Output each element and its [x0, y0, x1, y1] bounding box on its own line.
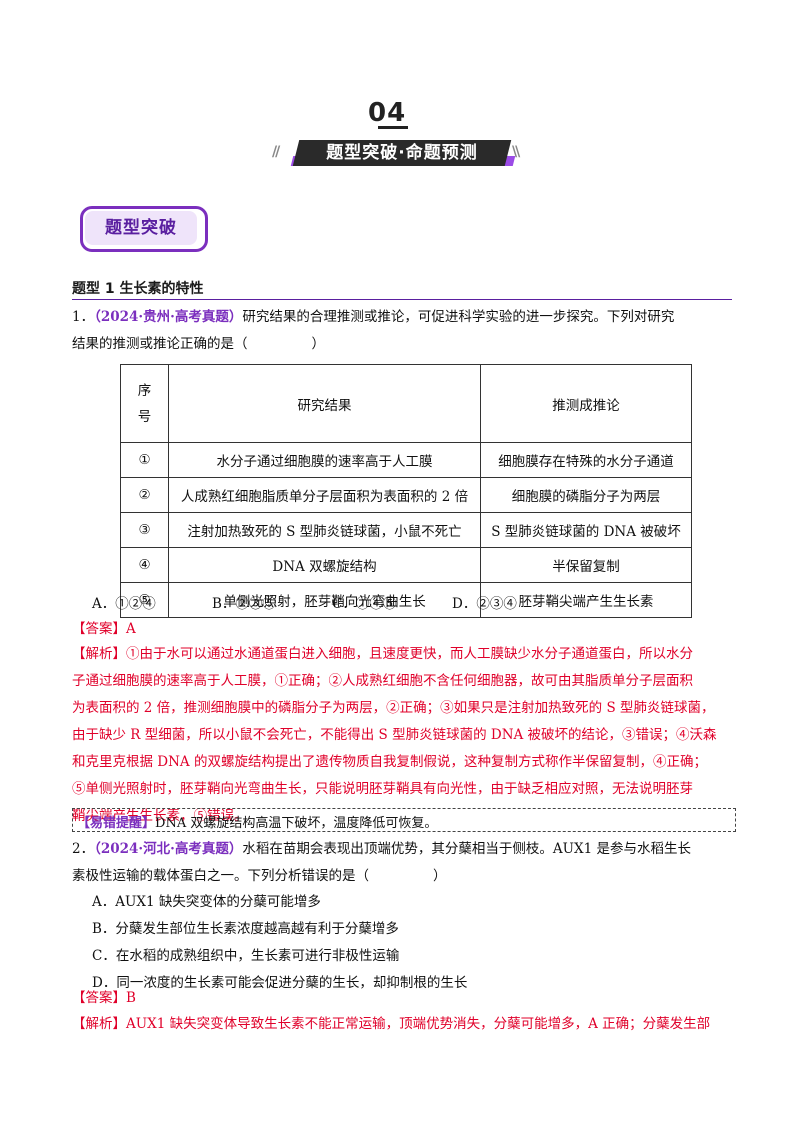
q2-option-b[interactable]: B．分蘖发生部位生长素浓度越高越有利于分蘖增多 — [92, 921, 399, 937]
table-header-row: 序 号 研究结果 推测成推论 — [120, 364, 692, 443]
tip-text: DNA 双螺旋结构高温下破坏，温度降低可恢复。 — [155, 816, 438, 831]
chapter-number-underline — [378, 126, 408, 129]
section-heading: 题型 1 生长素的特性 — [72, 278, 732, 300]
table-cell: ⑤ — [120, 582, 169, 618]
q1-source: （2024·贵州·高考真题） — [94, 309, 243, 325]
table-cell: DNA 双螺旋结构 — [168, 547, 481, 583]
q1-stem-line2: 结果的推测或推论正确的是（ — [72, 336, 248, 352]
q2-stem-close: ） — [433, 868, 447, 884]
q1-option-d[interactable]: D．②③④ — [452, 596, 517, 612]
table-cell: 注射加热致死的 S 型肺炎链球菌，小鼠不死亡 — [168, 512, 481, 548]
q2-source: （2024·河北·高考真题） — [94, 841, 243, 857]
q2-number: 2． — [72, 841, 95, 857]
q1-option-a[interactable]: A．①②④ — [92, 596, 156, 612]
analysis-line: 由于缺少 R 型细菌，所以小鼠不会死亡，不能得出 S 型肺炎链球菌的 DNA 被… — [72, 727, 717, 743]
table-row: ① 水分子通过细胞膜的速率高于人工膜 细胞膜存在特殊的水分子通道 — [120, 442, 692, 478]
badge-fill — [85, 211, 197, 245]
table-cell: 水分子通过细胞膜的速率高于人工膜 — [168, 442, 481, 478]
analysis-line: 和克里克根据 DNA 的双螺旋结构提出了遗传物质自我复制假说，这种复制方式称作半… — [72, 754, 707, 770]
q1-stem-line1: 研究结果的合理推测或推论，可促进科学实验的进一步探究。下列对研究 — [242, 309, 675, 325]
table-cell: ④ — [120, 547, 169, 583]
badge-label: 题型突破 — [105, 218, 177, 238]
table-cell: ② — [120, 477, 169, 513]
slash-decoration-left: // — [272, 144, 280, 160]
table-cell: 胚芽鞘尖端产生生长素 — [480, 582, 692, 618]
table-row: ② 人成熟红细胞脂质单分子层面积为表面积的 2 倍 细胞膜的磷脂分子为两层 — [120, 477, 692, 513]
error-tip: 【易错提醒】DNA 双螺旋结构高温下破坏，温度降低可恢复。 — [77, 812, 437, 831]
table-cell: 细胞膜的磷脂分子为两层 — [480, 477, 692, 513]
analysis-line: 子通过细胞膜的速率高于人工膜，①正确；②人成熟红细胞不含任何细胞器，故可由其脂质… — [72, 673, 693, 689]
table-header-cell: 研究结果 — [168, 364, 481, 443]
q1-stem: 1．（2024·贵州·高考真题）研究结果的合理推测或推论，可促进科学实验的进一步… — [72, 304, 732, 358]
q1-table: 序 号 研究结果 推测成推论 ① 水分子通过细胞膜的速率高于人工膜 细胞膜存在特… — [120, 364, 692, 618]
q1-answer: 【答案】A — [72, 621, 136, 637]
analysis-line: 【解析】①由于水可以通过水通道蛋白进入细胞，且速度更快，而人工膜缺少水分子通道蛋… — [72, 646, 693, 662]
analysis-line: ⑤单侧光照射时，胚芽鞘向光弯曲生长，只能说明胚芽鞘具有向光性，由于缺乏相应对照，… — [72, 781, 693, 797]
q1-analysis: 【解析】①由于水可以通过水通道蛋白进入细胞，且速度更快，而人工膜缺少水分子通道蛋… — [72, 641, 732, 830]
error-tip-box: 【易错提醒】DNA 双螺旋结构高温下破坏，温度降低可恢复。 — [72, 808, 736, 832]
q1-number: 1． — [72, 309, 95, 325]
table-cell: 人成熟红细胞脂质单分子层面积为表面积的 2 倍 — [168, 477, 481, 513]
table-row: ⑤ 单侧光照射，胚芽鞘向光弯曲生长 胚芽鞘尖端产生生长素 — [120, 582, 692, 618]
q2-option-d[interactable]: D．同一浓度的生长素可能会促进分蘖的生长，却抑制根的生长 — [92, 975, 468, 991]
table-cell: ③ — [120, 512, 169, 548]
table-cell: 半保留复制 — [480, 547, 692, 583]
q2-answer: 【答案】B — [72, 990, 136, 1006]
analysis-line: 为表面积的 2 倍，推测细胞膜中的磷脂分子为两层，②正确；③如果只是注射加热致死… — [72, 700, 715, 716]
table-cell: 细胞膜存在特殊的水分子通道 — [480, 442, 692, 478]
slash-decoration-right: \\ — [512, 144, 520, 160]
q2-stem-line2: 素极性运输的载体蛋白之一。下列分析错误的是（ — [72, 868, 369, 884]
chapter-header: 04 题型突破·命题预测 // \\ — [0, 96, 800, 176]
analysis-line: 鞘尖端产生生长素，⑤错误。 — [72, 808, 248, 824]
section-rule — [72, 299, 732, 300]
q1-option-c[interactable]: C．①④⑤ — [332, 596, 397, 612]
chapter-title: 题型突破·命题预测 — [326, 143, 478, 163]
q1-options: A．①②④ B．②③⑤ C．①④⑤ D．②③④ — [92, 592, 572, 612]
q2-stem-line1: 水稻在苗期会表现出顶端优势，其分蘖相当于侧枝。AUX1 是参与水稻生长 — [242, 841, 691, 857]
table-row: ④ DNA 双螺旋结构 半保留复制 — [120, 547, 692, 583]
section-title: 题型 1 生长素的特性 — [72, 281, 204, 297]
tip-label: 【易错提醒】 — [77, 816, 156, 831]
table-row: ③ 注射加热致死的 S 型肺炎链球菌，小鼠不死亡 S 型肺炎链球菌的 DNA 被… — [120, 512, 692, 548]
q1-option-b[interactable]: B．②③⑤ — [212, 596, 276, 612]
q2-option-c[interactable]: C．在水稻的成熟组织中，生长素可进行非极性运输 — [92, 948, 400, 964]
table-cell: S 型肺炎链球菌的 DNA 被破坏 — [480, 512, 692, 548]
table-cell: ① — [120, 442, 169, 478]
table-header-cell: 序 号 — [120, 364, 169, 443]
q2-stem: 2．（2024·河北·高考真题）水稻在苗期会表现出顶端优势，其分蘖相当于侧枝。A… — [72, 836, 732, 890]
table-header-cell: 推测成推论 — [480, 364, 692, 443]
q2-options: A．AUX1 缺失突变体的分蘖可能增多 B．分蘖发生部位生长素浓度越高越有利于分… — [92, 889, 712, 997]
chapter-number: 04 — [368, 98, 407, 128]
q2-option-a[interactable]: A．AUX1 缺失突变体的分蘖可能增多 — [92, 894, 321, 910]
section-badge: 题型突破 — [80, 206, 208, 254]
q1-stem-close: ） — [311, 336, 326, 352]
q2-analysis: 【解析】AUX1 缺失突变体导致生长素不能正常运输，顶端优势消失，分蘖可能增多，… — [72, 1016, 711, 1032]
